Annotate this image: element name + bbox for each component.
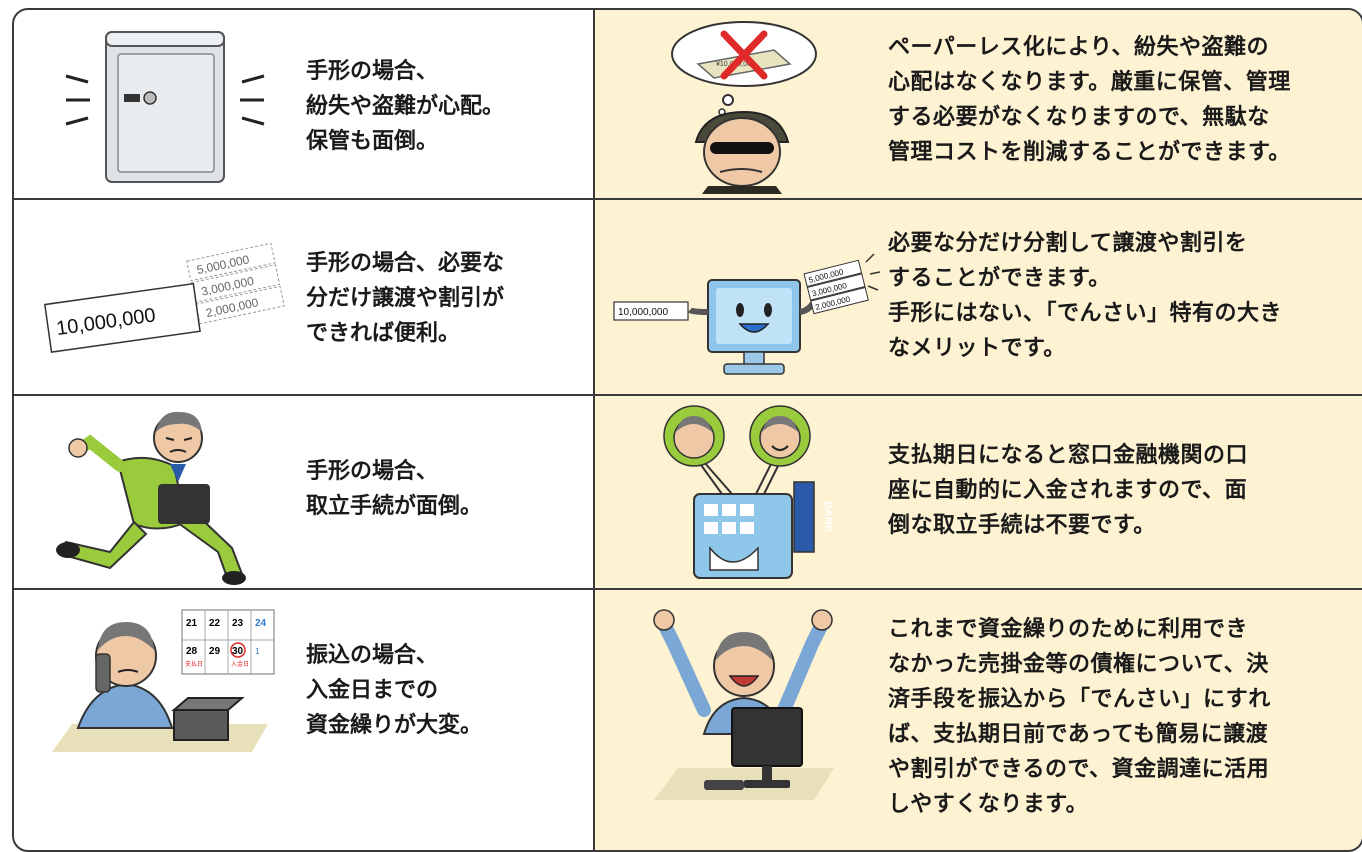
svg-text:1: 1 [255,647,260,656]
problem-text: 振込の場合、 入金日までの 資金繰りが大変。 [306,643,483,738]
svg-text:22: 22 [209,618,221,629]
benefit-text: これまで資金繰りのために利用でき なかった売掛金等の債権について、決 済手段を振… [888,617,1271,817]
svg-text:24: 24 [255,618,267,629]
problem-text: 手形の場合、 紛失や盗難が心配。 保管も面倒。 [306,59,505,154]
problem-text: 手形の場合、必要な 分だけ譲渡や割引が できれば便利。 [306,251,505,346]
row-split-transfer: 5,000,000 3,000,000 2,000,000 10,000,000… [14,200,1362,394]
column-divider [593,10,595,850]
benefit-text: 必要な分だけ分割して譲渡や割引を することができます。 手形にはない、「でんさい… [888,231,1283,361]
row-divider [14,588,1362,590]
row-cashflow: 21 22 23 24 28 29 30 1 支払日 入金日 振込の場合、 入金… [14,590,1362,850]
running-businessman-illustration [56,411,246,585]
svg-text:10,000,000: 10,000,000 [618,307,668,318]
safe-illustration [65,31,265,183]
row-divider [14,394,1362,396]
bank-building-illustration: BANK [663,405,834,579]
row-collection: 手形の場合、 取立手続が面倒。 BANK 支 [14,396,1362,588]
happy-man-computer-illustration [653,609,834,800]
svg-text:28: 28 [186,646,198,657]
no-paper-thief-illustration: ¥10,000,000 [671,21,817,194]
monitor-splitting-illustration: 10,000,000 5,000,000 3,000,000 2,000,000 [613,253,881,375]
svg-text:29: 29 [209,646,221,657]
comparison-table: 手形の場合、 紛失や盗難が心配。 保管も面倒。 ¥10,000,000 ペーパー… [12,8,1362,852]
row-loss-theft: 手形の場合、 紛失や盗難が心配。 保管も面倒。 ¥10,000,000 ペーパー… [14,10,1362,198]
problem-text: 手形の場合、 取立手続が面倒。 [306,459,483,519]
svg-text:支払日: 支払日 [185,660,203,668]
svg-text:入金日: 入金日 [231,660,249,668]
svg-text:BANK: BANK [822,501,834,533]
row-divider [14,198,1362,200]
bills-illustration: 5,000,000 3,000,000 2,000,000 10,000,000 [43,242,285,353]
worried-man-calendar-illustration: 21 22 23 24 28 29 30 1 支払日 入金日 [52,609,275,752]
benefit-text: ペーパーレス化により、紛失や盗難の 心配はなくなります。厳重に保管、管理 する必… [888,35,1291,165]
svg-text:21: 21 [186,618,198,629]
svg-text:23: 23 [232,618,244,629]
svg-text:30: 30 [232,646,244,657]
benefit-text: 支払期日になると窓口金融機関の口 座に自動的に入金されますので、面 倒な取立手続… [888,443,1249,538]
